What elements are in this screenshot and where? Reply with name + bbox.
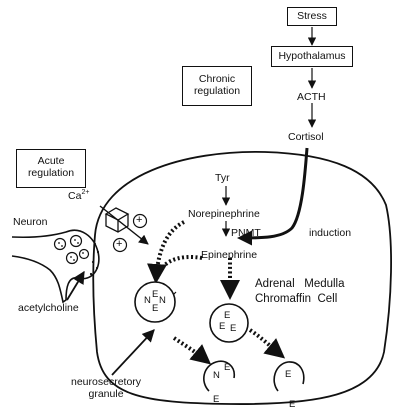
granule1-n2: N bbox=[159, 295, 166, 306]
stress-box: Stress bbox=[287, 7, 337, 26]
dashed-transport-arrows bbox=[147, 220, 286, 365]
norepinephrine-label: Norepinephrine bbox=[188, 208, 260, 220]
neuron-label: Neuron bbox=[13, 216, 48, 228]
calcium-label: Ca2+ bbox=[68, 189, 90, 202]
acetylcholine-pointer bbox=[66, 270, 85, 301]
granule4-e1: E bbox=[285, 369, 292, 380]
granule1-e2: E bbox=[152, 303, 159, 314]
plus-circles bbox=[112, 213, 148, 253]
induction-label: induction bbox=[309, 227, 352, 239]
acth-label: ACTH bbox=[297, 91, 326, 103]
granule3-e1: E bbox=[224, 362, 231, 373]
cortisol-induction-arrow bbox=[237, 147, 309, 246]
granule3-e2: E bbox=[213, 394, 220, 405]
granule2-e1: E bbox=[224, 310, 231, 321]
hypothalamus-box: Hypothalamus bbox=[271, 46, 353, 67]
granule2-e2: E bbox=[219, 321, 226, 332]
ca-entry-arrow bbox=[99, 205, 149, 245]
granule2-e3: E bbox=[230, 323, 237, 334]
plus-sign-lower: + bbox=[116, 238, 123, 250]
neurosecretory-granules bbox=[134, 281, 305, 392]
synaptic-vesicles bbox=[53, 234, 90, 265]
calcium-channel bbox=[104, 207, 130, 233]
acetylcholine-label: acetylcholine bbox=[18, 302, 79, 314]
epinephrine-label: Epinephrine bbox=[201, 249, 258, 261]
cell-name-label: Adrenal Medulla Chromaffin Cell bbox=[255, 278, 345, 305]
plus-sign-upper: + bbox=[136, 214, 143, 226]
granule1-n: N bbox=[144, 295, 151, 306]
granule3-n: N bbox=[213, 370, 220, 381]
granule4-e2: E bbox=[289, 399, 296, 410]
chromaffin-cell-outline bbox=[92, 151, 392, 405]
vesicle-dots bbox=[58, 239, 84, 261]
cortisol-label: Cortisol bbox=[288, 131, 324, 143]
granule1-e: E bbox=[152, 289, 159, 300]
pnmt-label: PNMT bbox=[231, 227, 261, 239]
granule-pointer bbox=[111, 329, 155, 376]
acetylcholine-release-dots bbox=[89, 242, 100, 276]
tyr-label: Tyr bbox=[215, 172, 230, 184]
